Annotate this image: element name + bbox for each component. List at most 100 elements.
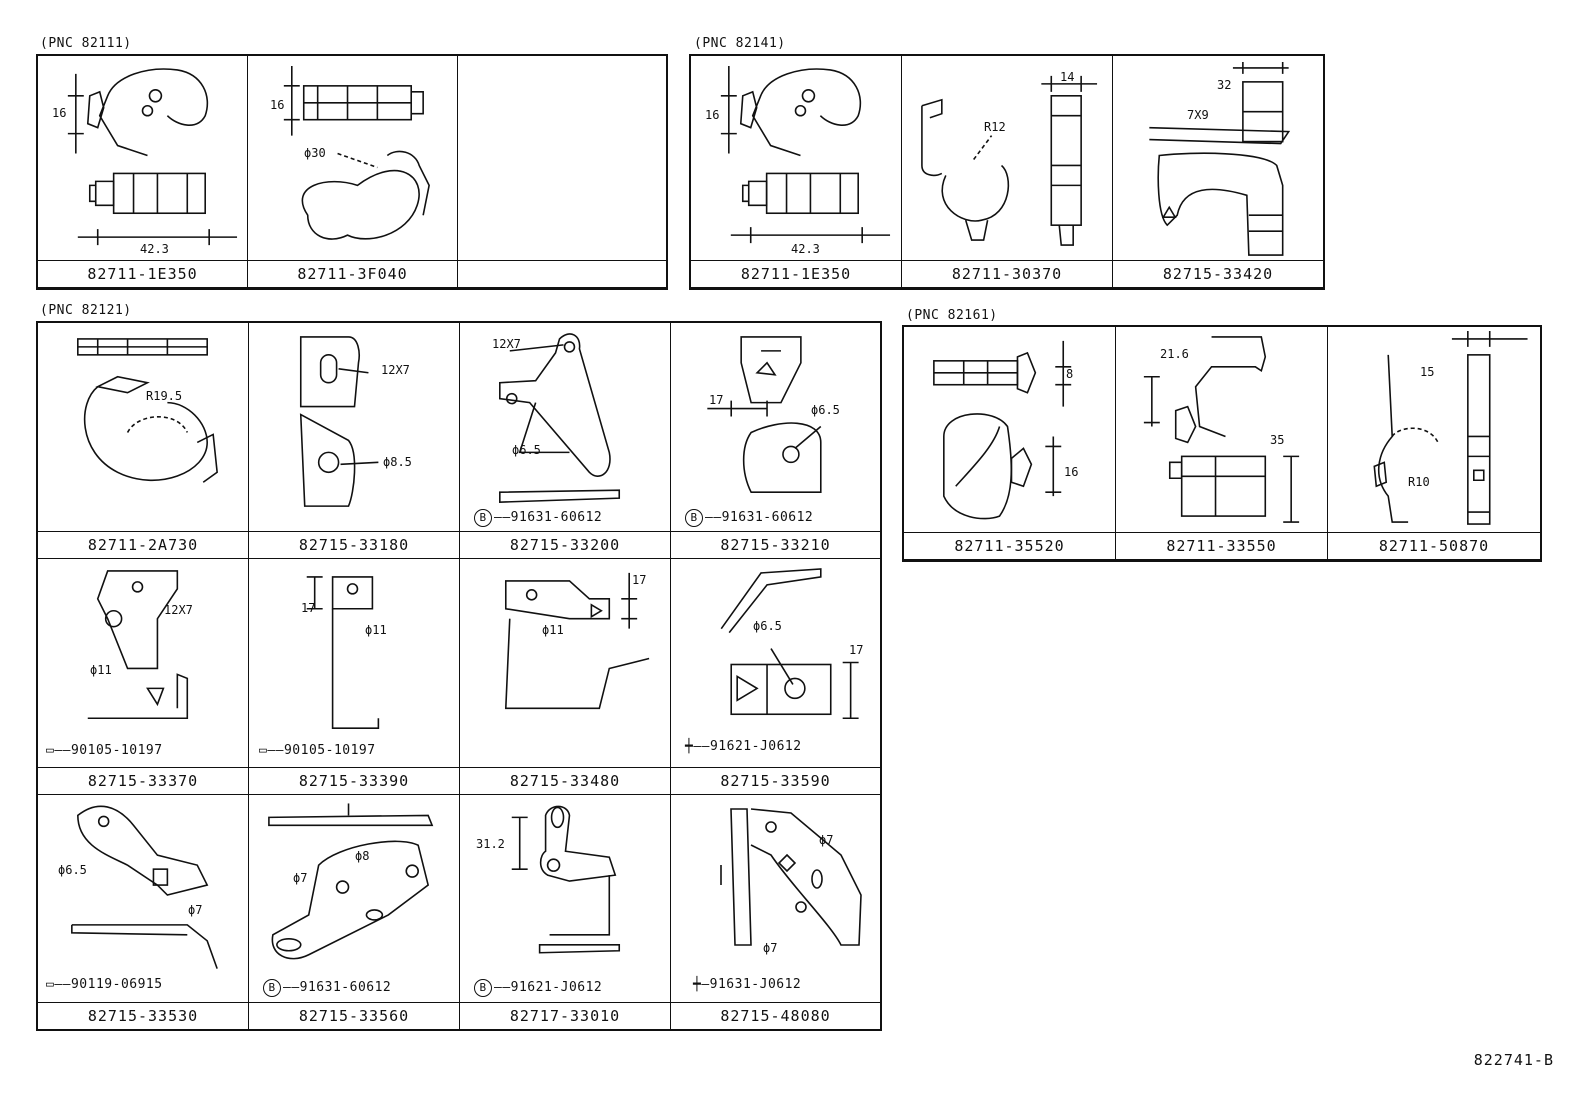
part-cell[interactable]: 12X7 ϕ11 ▭——90105-10197 82715-33370 — [38, 559, 249, 795]
b-mark-icon: B — [474, 979, 492, 997]
dimension-label: 31.2 — [476, 837, 505, 851]
dimension-label: 32 — [1217, 78, 1232, 92]
part-number: 82715-33180 — [249, 531, 459, 558]
part-illustration — [691, 56, 901, 261]
part-number: 82715-33370 — [38, 767, 248, 794]
part-number: 82715-33390 — [249, 767, 459, 794]
part-number: 82711-33550 — [1116, 532, 1327, 559]
bolt-callout: B——91631-60612 — [263, 979, 391, 997]
dimension-label: ϕ11 — [90, 663, 112, 677]
part-illustration — [1328, 327, 1540, 533]
dimension-label: ϕ7 — [293, 871, 308, 885]
b-mark-icon: B — [474, 509, 492, 527]
dimension-label: 21.6 — [1160, 347, 1189, 361]
part-cell[interactable]: R19.5 82711-2A730 — [38, 323, 249, 559]
dimension-label: 7X9 — [1187, 108, 1209, 122]
dimension-label: ϕ7 — [188, 903, 203, 917]
bolt-callout: ▭——90105-10197 — [46, 743, 163, 758]
part-cell[interactable]: 12X7 ϕ8.5 82715-33180 — [249, 323, 460, 559]
part-cell[interactable]: R12 14 82711-30370 — [902, 56, 1113, 288]
dimension-label: ϕ6.5 — [811, 403, 840, 417]
part-cell[interactable]: 32 7X9 82715-33420 — [1113, 56, 1323, 288]
dimension-label: ϕ6.5 — [512, 443, 541, 457]
part-number: 82711-3F040 — [248, 260, 457, 287]
bolt-callout: ┿—91631-J0612 — [693, 977, 802, 992]
dimension-label: 17 — [301, 601, 316, 615]
dimension-label: 35 — [1270, 433, 1285, 447]
bolt-part-number: 91621-J0612 — [709, 739, 802, 754]
part-cell[interactable]: 16 ϕ30 82711-3F040 — [248, 56, 458, 288]
dimension-label: ϕ6.5 — [58, 863, 87, 877]
part-illustration — [38, 323, 248, 532]
bolt-callout: ▭——90119-06915 — [46, 977, 163, 992]
dimension-label: 16 — [52, 106, 67, 120]
part-illustration — [249, 795, 459, 1003]
dimension-label: 42.3 — [140, 242, 169, 256]
dimension-label: 17 — [709, 393, 724, 407]
part-cell[interactable]: 12X7 ϕ6.5 B——91631-60612 82715-33200 — [460, 323, 671, 559]
part-cell[interactable]: ϕ6.5 ϕ7 ▭——90119-06915 82715-33530 — [38, 795, 249, 1029]
bolt-part-number: 90105-10197 — [70, 743, 163, 758]
part-cell[interactable]: 16 42.3 82711-1E350 — [691, 56, 902, 288]
part-illustration — [902, 56, 1112, 261]
dimension-label: 17 — [849, 643, 864, 657]
parts-group-pnc-82111: 16 42.3 82711-1E350 16 ϕ30 82711-3F040 — [36, 54, 668, 290]
bolt-part-number: 90119-06915 — [70, 977, 163, 992]
bolt-icon: ▭ — [46, 977, 55, 992]
part-cell[interactable]: ϕ6.5 17 ┿——91621-J0612 82715-33590 — [671, 559, 880, 795]
dimension-label: ϕ11 — [365, 623, 387, 637]
dimension-label: 15 — [1420, 365, 1435, 379]
part-cell[interactable]: 17 ϕ11 82715-33480 — [460, 559, 671, 795]
drawing-id: 822741-B — [1473, 1051, 1554, 1069]
group-label-pnc-82141: (PNC 82141) — [694, 36, 786, 51]
bolt-icon: ▭ — [46, 743, 55, 758]
parts-group-pnc-82161: 8 16 82711-35520 21.6 35 82711-33550 — [902, 325, 1542, 562]
parts-group-pnc-82121: R19.5 82711-2A730 12X7 ϕ8.5 82715-33180 — [36, 321, 882, 1031]
bolt-icon: ┿ — [693, 977, 702, 992]
part-number: 82711-1E350 — [691, 260, 901, 287]
part-cell[interactable]: 16 42.3 82711-1E350 — [38, 56, 248, 288]
dimension-label: ϕ7 — [819, 833, 834, 847]
dimension-label: ϕ6.5 — [753, 619, 782, 633]
part-number: 82715-33590 — [671, 767, 880, 794]
part-cell[interactable]: 8 16 82711-35520 — [904, 327, 1116, 560]
part-number: 82715-33560 — [249, 1002, 459, 1029]
dimension-label: ϕ11 — [542, 623, 564, 637]
part-number: 82711-30370 — [902, 260, 1112, 287]
part-illustration — [248, 56, 457, 261]
part-cell[interactable]: ϕ7 ϕ7 ┿—91631-J0612 82715-48080 — [671, 795, 880, 1029]
part-cell[interactable]: 17 ϕ11 ▭——90105-10197 82715-33390 — [249, 559, 460, 795]
b-mark-icon: B — [685, 509, 703, 527]
part-number: 82711-35520 — [904, 532, 1115, 559]
bolt-callout: B——91621-J0612 — [474, 979, 602, 997]
part-cell[interactable]: ϕ7 ϕ8 B——91631-60612 82715-33560 — [249, 795, 460, 1029]
part-number: 82711-50870 — [1328, 532, 1540, 559]
bolt-callout: B——91631-60612 — [685, 509, 813, 527]
part-illustration — [38, 795, 248, 1003]
dimension-label: ϕ8.5 — [383, 455, 412, 469]
parts-group-pnc-82141: 16 42.3 82711-1E350 R12 14 82711-30370 — [689, 54, 1325, 290]
dimension-label: 42.3 — [791, 242, 820, 256]
part-illustration — [671, 323, 880, 532]
part-cell[interactable]: 17 ϕ6.5 B——91631-60612 82715-33210 — [671, 323, 880, 559]
part-cell[interactable]: 21.6 35 82711-33550 — [1116, 327, 1328, 560]
part-illustration — [460, 559, 670, 768]
bolt-part-number: 90105-10197 — [283, 743, 376, 758]
part-cell[interactable]: 15 R10 82711-50870 — [1328, 327, 1540, 560]
dimension-label: 16 — [1064, 465, 1079, 479]
part-cell[interactable]: 31.2 B——91621-J0612 82717-33010 — [460, 795, 671, 1029]
part-illustration — [249, 323, 459, 532]
part-illustration — [249, 559, 459, 768]
bolt-callout: ┿——91621-J0612 — [685, 739, 802, 754]
bolt-callout: ▭——90105-10197 — [259, 743, 376, 758]
b-mark-icon: B — [263, 979, 281, 997]
part-illustration — [1116, 327, 1327, 533]
dimension-label: ϕ8 — [355, 849, 370, 863]
part-number: 82715-33210 — [671, 531, 880, 558]
part-illustration — [38, 56, 247, 261]
part-number: 82711-2A730 — [38, 531, 248, 558]
bolt-part-number: 91621-J0612 — [510, 980, 603, 995]
bolt-callout: B——91631-60612 — [474, 509, 602, 527]
part-number: 82715-33420 — [1113, 260, 1323, 287]
part-number: 82715-33530 — [38, 1002, 248, 1029]
